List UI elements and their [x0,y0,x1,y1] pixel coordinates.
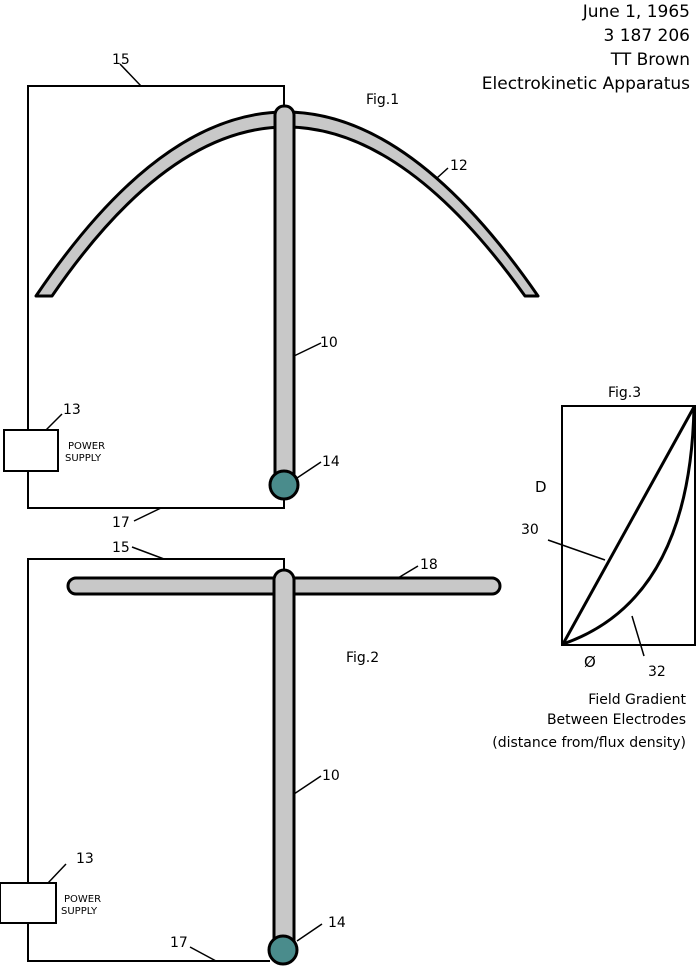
fig1-leader-17 [133,507,162,522]
fig2-leader-15 [131,546,165,560]
fig2-leader-14 [296,923,323,942]
fig1-leader-13 [45,413,63,431]
fig2-wire [27,558,285,883]
fig1-leader-15 [119,63,142,87]
fig1-label-14: 14 [322,454,340,470]
fig1-leader-14 [296,461,322,479]
fig1-label-12: 12 [450,158,468,174]
fig1-rod [273,104,296,488]
fig1-arc-electrode [34,110,540,298]
fig3-caption-line-1: Field Gradient [588,692,686,708]
patent-header: June 1, 1965 3 187 206 TT Brown Electrok… [482,0,690,96]
fig1-caption: Fig.1 [366,92,399,108]
fig1-power-label-2: SUPPLY [65,453,102,464]
fig1-label-15: 15 [112,52,130,68]
patent-title: Electrokinetic Apparatus [481,74,690,94]
fig2-power-label-1: POWER [64,894,101,905]
fig2-label-15: 15 [112,540,130,556]
fig1-ball-electrode [268,469,300,501]
fig2-rod [272,568,296,952]
fig3-label-30: 30 [521,522,539,538]
fig2: POWER SUPPLY 15 18 Fig.2 10 13 14 17 [0,540,502,966]
fig1-label-17: 17 [112,515,130,531]
fig3-leader-30 [547,539,606,561]
fig2-power-supply [0,882,57,924]
fig2-label-18: 18 [420,557,438,573]
fig2-leader-10 [293,775,322,795]
fig3-curve [562,406,696,646]
fig1-power-label-1: POWER [68,441,105,452]
fig1-leader-10 [293,342,322,357]
fig1: POWER SUPPLY 15 Fig.1 12 10 13 14 17 [3,52,540,531]
patent-date: June 1, 1965 [582,2,690,22]
fig2-wire-bottom [27,923,270,962]
fig3-label-32: 32 [648,664,666,680]
fig2-leader-17 [189,946,217,962]
fig2-power-label-2: SUPPLY [61,906,98,917]
fig1-leader-12 [436,167,449,179]
fig3-caption-line-2: Between Electrodes [547,712,686,728]
fig2-label-17: 17 [170,935,188,951]
fig1-wire-bottom [27,471,285,509]
fig2-label-10: 10 [322,768,340,784]
fig2-label-14: 14 [328,915,346,931]
fig3-linear-line [561,406,696,645]
fig2-leader-13 [47,863,67,884]
fig2-label-13: 13 [76,851,94,867]
fig3-origin: Ø [584,653,596,671]
fig1-label-10: 10 [320,335,338,351]
fig2-ball-electrode [267,934,299,966]
patent-inventor: TT Brown [610,50,690,70]
fig2-caption: Fig.2 [346,650,379,666]
fig3-axis-d: D [535,478,547,496]
fig3: Fig.3 D 30 Ø 32 Field Gradient Between E… [492,385,696,751]
fig1-wire [27,85,285,430]
fig1-power-supply [3,429,59,472]
fig1-label-13: 13 [63,402,81,418]
fig3-caption: Fig.3 [608,385,641,401]
fig3-caption-line-3: (distance from/flux density) [492,735,686,751]
fig2-leader-18 [397,565,419,579]
patent-number: 3 187 206 [603,26,690,46]
fig3-leader-32 [631,615,645,657]
